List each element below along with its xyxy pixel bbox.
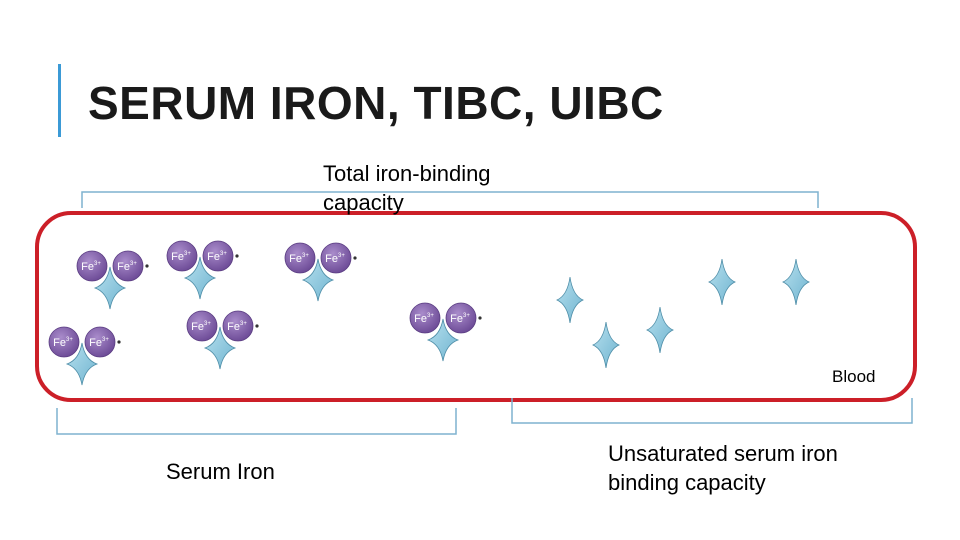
iron-atom: Fe3+: [202, 240, 234, 272]
transferrin-shape: [203, 326, 237, 370]
unbound-transferrin-group: [556, 258, 810, 369]
title-accent-bar: [58, 64, 61, 137]
svg-text:Fe3+: Fe3+: [450, 313, 470, 325]
iron-bound-transferrin: Fe3+ Fe3+: [48, 326, 121, 386]
svg-text:Fe3+: Fe3+: [325, 253, 345, 265]
iron-bound-transferrin: Fe3+ Fe3+: [166, 240, 239, 300]
svg-text:Fe3+: Fe3+: [89, 337, 109, 349]
charge-dot: [255, 324, 259, 328]
iron-atom: Fe3+: [222, 310, 254, 342]
svg-text:Fe3+: Fe3+: [171, 251, 191, 263]
transferrin-shape: [426, 318, 460, 362]
unbound-transferrin: [646, 306, 674, 354]
serum-iron-bracket: [56, 408, 457, 435]
bound-transferrin-group: Fe3+Fe3+Fe3+Fe3+Fe3+Fe3+Fe3+Fe3+Fe3+Fe3+…: [48, 240, 482, 386]
unbound-transferrin: [782, 258, 810, 306]
svg-text:Fe3+: Fe3+: [227, 321, 247, 333]
svg-text:Fe3+: Fe3+: [117, 261, 137, 273]
uibc-label: Unsaturated serum iron binding capacity: [608, 441, 838, 495]
slide-title: SERUM IRON, TIBC, UIBC: [88, 77, 664, 129]
unbound-transferrin: [556, 276, 584, 324]
unbound-transferrin: [592, 321, 620, 369]
iron-atom: Fe3+: [186, 310, 218, 342]
iron-atom: Fe3+: [76, 250, 108, 282]
charge-dot: [478, 316, 482, 320]
iron-atom: Fe3+: [84, 326, 116, 358]
transferrin-shape: [65, 342, 99, 386]
blood-vessel: [35, 211, 917, 402]
svg-text:Fe3+: Fe3+: [414, 313, 434, 325]
iron-atom: Fe3+: [284, 242, 316, 274]
charge-dot: [117, 340, 121, 344]
svg-text:Fe3+: Fe3+: [289, 253, 309, 265]
iron-bound-transferrin: Fe3+ Fe3+: [284, 242, 357, 302]
svg-text:Fe3+: Fe3+: [53, 337, 73, 349]
iron-bound-transferrin: Fe3+ Fe3+: [76, 250, 149, 310]
blood-label: Blood: [832, 367, 876, 386]
tibc-label: Total iron-binding capacity: [323, 161, 491, 215]
charge-dot: [145, 264, 149, 268]
transferrin-shape: [183, 256, 217, 300]
unbound-transferrin: [708, 258, 736, 306]
tibc-bracket: [81, 191, 819, 208]
iron-atom: Fe3+: [409, 302, 441, 334]
transferrin-shape: [301, 258, 335, 302]
svg-text:Fe3+: Fe3+: [81, 261, 101, 273]
uibc-bracket: [511, 398, 913, 424]
transferrin-shape: [93, 266, 127, 310]
svg-text:Fe3+: Fe3+: [207, 251, 227, 263]
iron-bound-transferrin: Fe3+ Fe3+: [409, 302, 482, 362]
svg-text:Fe3+: Fe3+: [191, 321, 211, 333]
iron-bound-transferrin: Fe3+ Fe3+: [186, 310, 259, 370]
iron-atom: Fe3+: [166, 240, 198, 272]
iron-atom: Fe3+: [445, 302, 477, 334]
charge-dot: [353, 256, 357, 260]
iron-atom: Fe3+: [320, 242, 352, 274]
charge-dot: [235, 254, 239, 258]
serum-iron-label: Serum Iron: [166, 459, 275, 484]
iron-atom: Fe3+: [112, 250, 144, 282]
iron-atom: Fe3+: [48, 326, 80, 358]
